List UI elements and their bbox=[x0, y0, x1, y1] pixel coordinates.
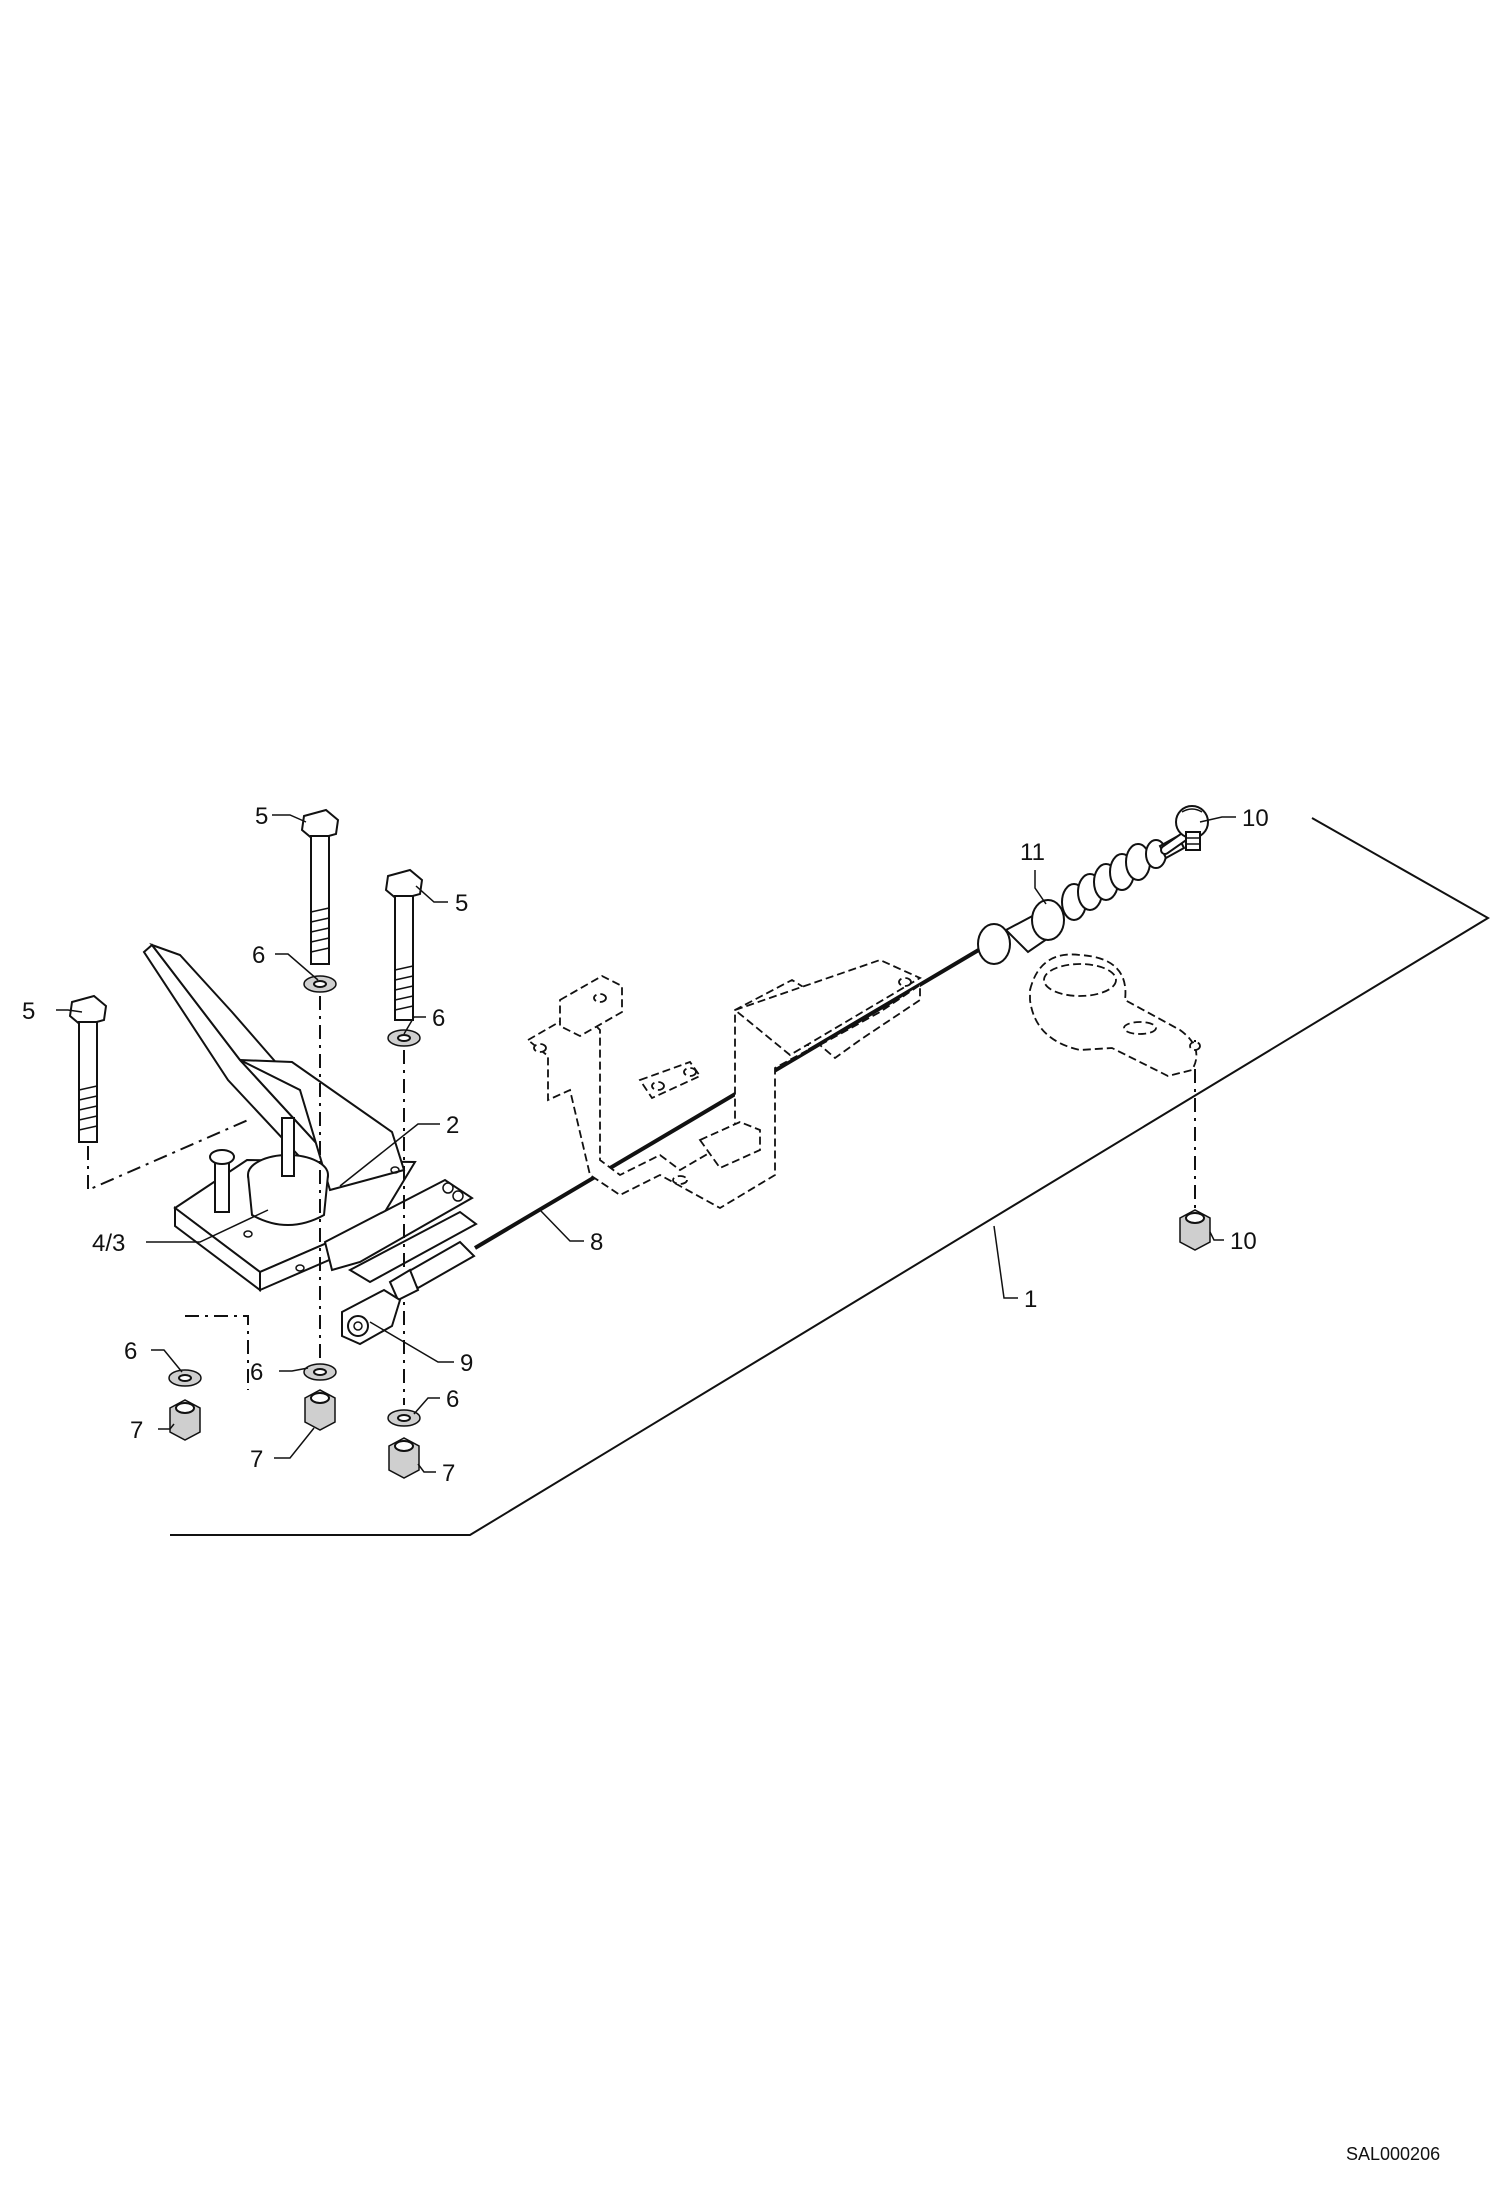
callout-5-right: 5 bbox=[455, 890, 468, 917]
callout-6-bottom-left: 6 bbox=[124, 1338, 137, 1365]
assembly-boundary-line bbox=[170, 817, 1490, 1536]
nut-left bbox=[169, 1399, 201, 1441]
callout-10-bottom: 10 bbox=[1230, 1228, 1257, 1255]
callout-6-top-left: 6 bbox=[252, 942, 265, 969]
callout-11: 11 bbox=[1020, 839, 1045, 866]
callout-4-3: 4/3 bbox=[92, 1230, 125, 1257]
mounting-bracket-reference bbox=[526, 959, 922, 1210]
callout-9: 9 bbox=[460, 1350, 473, 1377]
callout-2: 2 bbox=[446, 1112, 459, 1139]
bolt-right bbox=[384, 868, 424, 1021]
callout-7-middle: 7 bbox=[250, 1446, 263, 1473]
ball-joint-nut bbox=[1179, 1209, 1211, 1251]
drawing-reference: SAL000206 bbox=[1346, 2144, 1440, 2164]
callout-10-top: 10 bbox=[1242, 805, 1269, 832]
nut-right bbox=[388, 1437, 420, 1479]
callout-1: 1 bbox=[1024, 1286, 1037, 1313]
ball-joint bbox=[1160, 805, 1209, 855]
cable-adjuster bbox=[977, 834, 1186, 965]
leader-lines bbox=[56, 814, 1236, 1473]
callout-7-left: 7 bbox=[130, 1417, 143, 1444]
bolt-middle bbox=[300, 808, 340, 965]
throttle-cable bbox=[341, 946, 984, 1346]
pedal-assembly bbox=[142, 942, 478, 1293]
nut-middle bbox=[304, 1389, 336, 1431]
callout-8: 8 bbox=[590, 1229, 603, 1256]
callout-6-bottom-middle: 6 bbox=[250, 1359, 263, 1386]
washer-bottom-middle bbox=[303, 1363, 337, 1381]
washer-bottom-left bbox=[168, 1369, 202, 1387]
callout-7-right: 7 bbox=[442, 1460, 455, 1487]
callout-5-top: 5 bbox=[255, 803, 268, 830]
bolt-left bbox=[68, 994, 108, 1143]
callout-6-top-right: 6 bbox=[432, 1005, 445, 1032]
callout-6-bottom-right: 6 bbox=[446, 1386, 459, 1413]
washer-bottom-right bbox=[387, 1409, 421, 1427]
callout-5-left: 5 bbox=[22, 998, 35, 1025]
